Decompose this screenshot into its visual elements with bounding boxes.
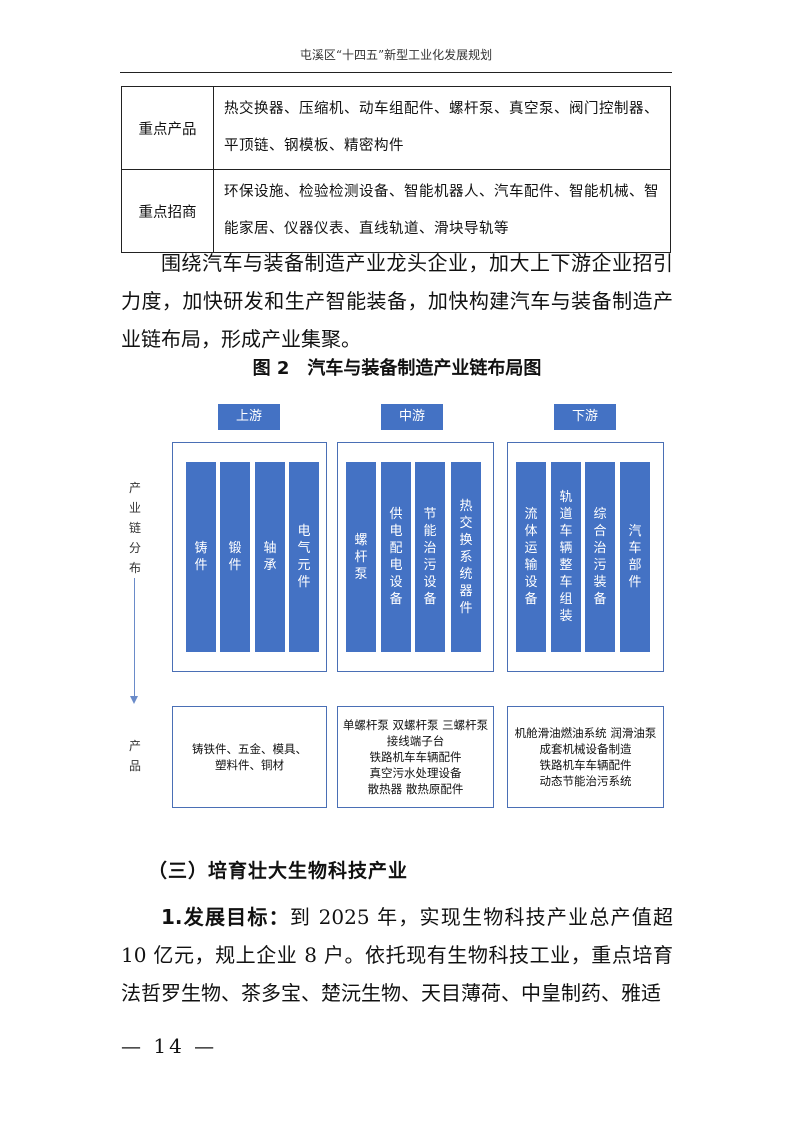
body-paragraph: 围绕汽车与装备制造产业龙头企业，加大上下游企业招引力度，加快研发和生产智能装备，… <box>121 251 673 351</box>
chain-item: 轨道车辆整车组装 <box>551 462 581 652</box>
product-line: 铸铁件、五金、模具、 <box>192 742 307 756</box>
product-line: 铁路机车车辆配件 <box>539 758 632 772</box>
table-row: 重点招商 环保设施、检验检测设备、智能机器人、汽车配件、智能机械、智能家居、仪器… <box>121 169 671 253</box>
section-heading: （三）培育壮大生物科技产业 <box>148 860 409 882</box>
product-line: 铁路机车车辆配件 <box>369 750 462 764</box>
chain-item: 热交换系统器件 <box>451 462 481 652</box>
product-line: 散热器 散热原配件 <box>367 782 464 796</box>
product-line: 接线端子台 <box>386 734 445 748</box>
row-key: 重点招商 <box>121 169 214 253</box>
header-title: 屯溪区“十四五”新型工业化发展规划 <box>299 48 493 62</box>
goal-text: 到 2025 年，实现生物科技产业总产值超 10 亿元，规上企业 8 户。依托现… <box>121 905 673 1005</box>
stage-downstream: 下游 <box>554 404 616 430</box>
chain-item: 螺杆泵 <box>346 462 376 652</box>
side-label-chain: 产业链分布 <box>128 481 141 575</box>
flow-arrow-line <box>134 578 135 698</box>
chain-item: 电气元件 <box>289 462 319 652</box>
key-products-table: 重点产品 热交换器、压缩机、动车组配件、螺杆泵、真空泵、阀门控制器、平顶链、钢模… <box>121 86 671 253</box>
row-value: 热交换器、压缩机、动车组配件、螺杆泵、真空泵、阀门控制器、平顶链、钢模板、精密构… <box>213 86 671 170</box>
side-label-products: 产品 <box>128 739 141 773</box>
row-key: 重点产品 <box>121 86 214 170</box>
upstream-products: 铸铁件、五金、模具、 塑料件、铜材 <box>172 706 327 808</box>
goal-label: 1.发展目标： <box>161 905 290 929</box>
midstream-products: 单螺杆泵 双螺杆泵 三螺杆泵 接线端子台 铁路机车车辆配件 真空污水处理设备 散… <box>337 706 494 808</box>
product-line: 成套机械设备制造 <box>539 742 632 756</box>
goal-paragraph: 1.发展目标：到 2025 年，实现生物科技产业总产值超 10 亿元，规上企业 … <box>121 898 673 1012</box>
chain-item: 综合治污装备 <box>585 462 615 652</box>
chain-item: 流体运输设备 <box>516 462 546 652</box>
stage-midstream: 中游 <box>381 404 443 430</box>
product-line: 机舱滑油燃油系统 润滑油泵 <box>514 726 657 740</box>
product-line: 真空污水处理设备 <box>369 766 462 780</box>
product-line: 动态节能治污系统 <box>539 774 632 788</box>
figure-title: 图 2 汽车与装备制造产业链布局图 <box>252 358 542 379</box>
chain-item: 锻件 <box>220 462 250 652</box>
running-header: 屯溪区“十四五”新型工业化发展规划 <box>120 46 672 73</box>
page-number: — 14 — <box>121 1034 218 1058</box>
down-arrow-icon <box>130 696 138 704</box>
stage-upstream: 上游 <box>218 404 280 430</box>
row-value: 环保设施、检验检测设备、智能机器人、汽车配件、智能机械、智能家居、仪器仪表、直线… <box>213 169 671 253</box>
product-line: 塑料件、铜材 <box>215 758 284 772</box>
chain-item: 节能治污设备 <box>415 462 445 652</box>
table-row: 重点产品 热交换器、压缩机、动车组配件、螺杆泵、真空泵、阀门控制器、平顶链、钢模… <box>121 86 671 170</box>
chain-item: 轴承 <box>255 462 285 652</box>
product-line: 单螺杆泵 双螺杆泵 三螺杆泵 <box>342 718 489 732</box>
chain-item: 供电配电设备 <box>381 462 411 652</box>
downstream-products: 机舱滑油燃油系统 润滑油泵 成套机械设备制造 铁路机车车辆配件 动态节能治污系统 <box>507 706 664 808</box>
chain-item: 铸件 <box>186 462 216 652</box>
chain-item: 汽车部件 <box>620 462 650 652</box>
